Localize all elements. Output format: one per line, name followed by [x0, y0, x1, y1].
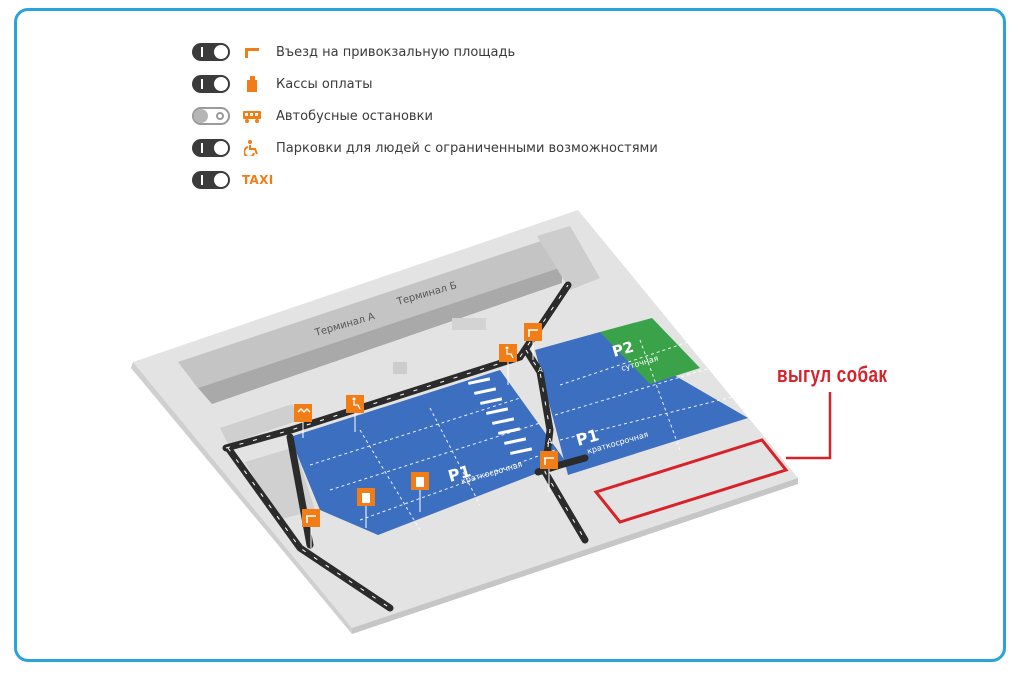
legend-item-bus[interactable]: Автобусные остановки — [192, 100, 658, 132]
legend-item-taxi[interactable]: TAXI — [192, 164, 658, 196]
payment-kiosk-icon — [242, 75, 262, 93]
map-frame — [14, 8, 1006, 662]
toggle-taxi[interactable] — [192, 171, 230, 189]
map-marker-kiosk-1[interactable] — [357, 488, 375, 528]
toggle-disabled[interactable] — [192, 139, 230, 157]
side-block-left — [220, 404, 300, 444]
legend-label-entry: Въезд на привокзальную площадь — [276, 44, 516, 60]
map-marker-taxi[interactable] — [294, 404, 312, 438]
toggle-entry[interactable] — [192, 43, 230, 61]
taxi-icon: TAXI — [242, 173, 274, 187]
legend-label-kiosk: Кассы оплаты — [276, 76, 373, 92]
terminal-roof — [178, 240, 562, 388]
legend-item-entry[interactable]: Въезд на привокзальную площадь — [192, 36, 658, 68]
entry-barrier-icon — [242, 43, 262, 61]
toggle-kiosk[interactable] — [192, 75, 230, 93]
terminal-entrance — [452, 318, 486, 330]
map-ground-edge — [131, 362, 352, 634]
legend-item-kiosk[interactable]: Кассы оплаты — [192, 68, 658, 100]
p2-code: P2 — [610, 338, 636, 361]
dog-area-outline[interactable] — [593, 438, 789, 524]
map-marker-disabled-2[interactable] — [499, 344, 517, 385]
bus-icon — [242, 107, 262, 125]
map-ground-edge-front — [352, 478, 798, 634]
road-mark-2: A — [547, 437, 553, 446]
legend: Въезд на привокзальную площадь Кассы опл… — [192, 36, 658, 196]
map-marker-kiosk-2[interactable] — [411, 472, 429, 512]
legend-label-bus: Автобусные остановки — [276, 108, 433, 124]
map-marker-entry-1[interactable] — [524, 323, 542, 360]
wheelchair-icon — [242, 139, 262, 157]
road-mark-1: A — [538, 366, 543, 374]
legend-label-disabled: Парковки для людей с ограниченными возмо… — [276, 140, 658, 156]
parking-p2 — [600, 318, 700, 384]
map-marker-disabled-1[interactable] — [346, 395, 364, 432]
kiosk-block — [393, 362, 407, 374]
map-marker-entry-2[interactable] — [540, 451, 558, 492]
dog-area-leader — [786, 392, 832, 460]
toggle-bus[interactable] — [192, 107, 230, 125]
terminal-facade — [198, 267, 562, 404]
map-marker-entry-3[interactable] — [302, 509, 320, 548]
dog-area-label: выгул собак — [777, 362, 888, 387]
legend-item-disabled[interactable]: Парковки для людей с ограниченными возмо… — [192, 132, 658, 164]
parking-p1-right — [535, 332, 748, 475]
annex-building — [537, 226, 600, 290]
